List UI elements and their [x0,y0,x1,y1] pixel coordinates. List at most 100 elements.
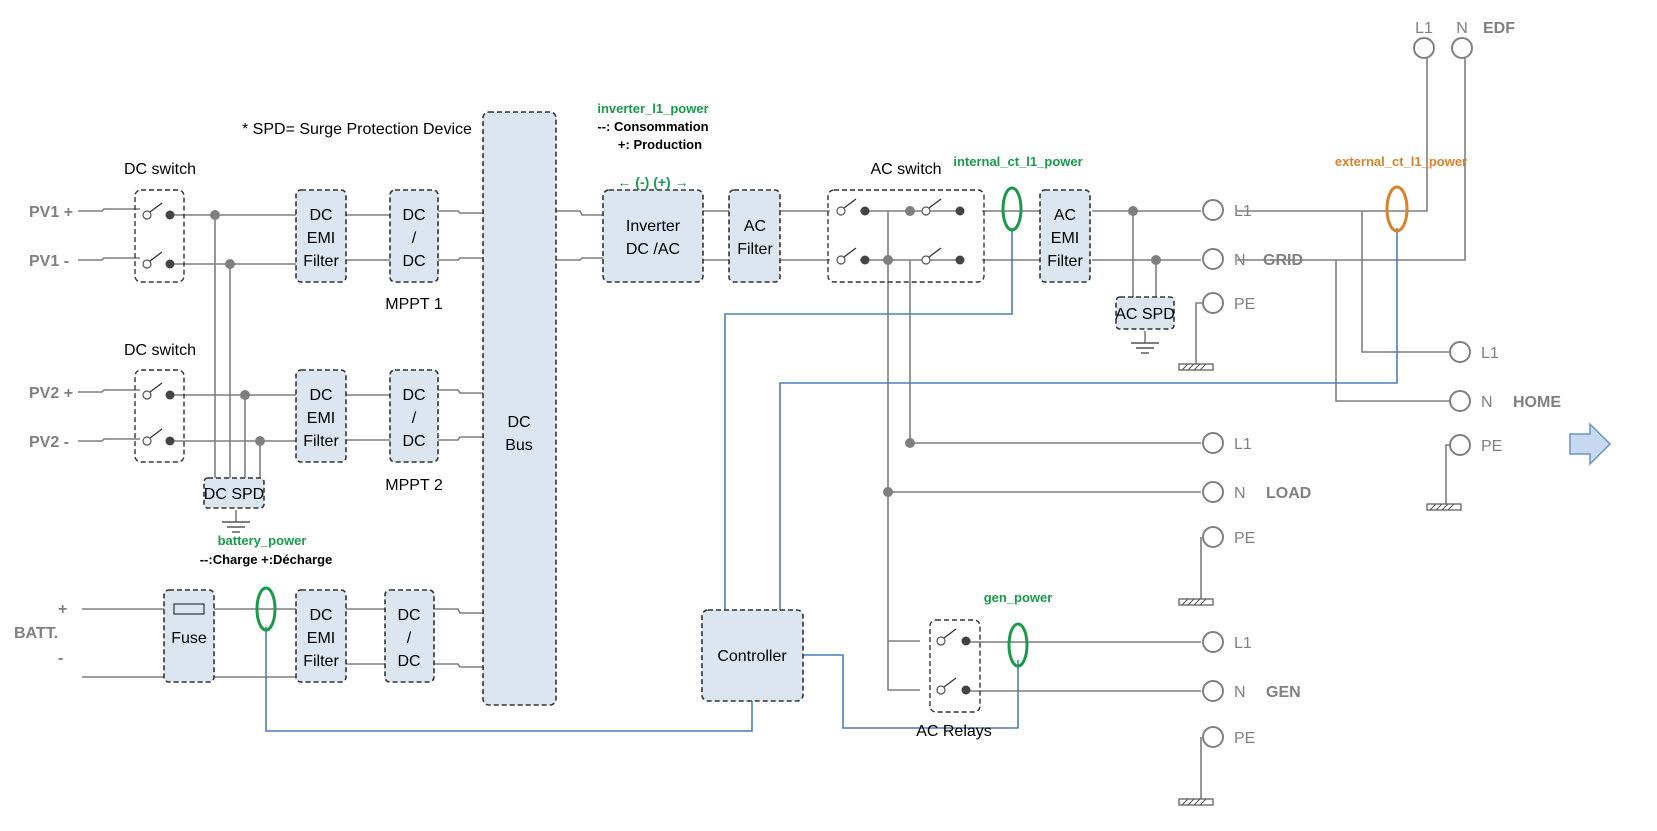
battery-power-desc: --:Charge +:Décharge [200,552,333,567]
home-n-label: N [1481,394,1493,411]
grid-name: GRID [1263,252,1303,269]
inverter-label-2: DC /AC [626,241,680,258]
dc-spd [203,477,265,533]
ac-relays [929,619,981,713]
home-arrow-icon [1569,422,1612,466]
batt-minus-label: - [58,650,63,667]
gen-power-label: gen_power [984,590,1053,605]
svg-text:EMI: EMI [307,410,335,427]
dc-emi-filter-3 [295,589,347,683]
gen-name: GEN [1266,684,1301,701]
pv2-plus-label: PV2 + [29,385,73,402]
svg-text:DC: DC [402,433,425,450]
svg-text:EMI: EMI [307,230,335,247]
svg-text:DC: DC [402,387,425,404]
dc-dc-converter-1 [389,189,439,283]
dc-switch-1 [134,189,185,283]
controller [701,609,804,702]
dc-dc-converter-3-labels: DC / DC [397,607,420,670]
svg-text:EMI: EMI [307,630,335,647]
load-name: LOAD [1266,485,1311,502]
dc-switch-2 [134,369,185,463]
svg-text:DC: DC [309,207,332,224]
dc-emi-filter-2 [295,369,347,463]
controller-label: Controller [717,648,787,665]
inverter-power-production: +: Production [618,137,702,152]
dc-dc-converter-3 [384,589,435,683]
pv1-plus-label: PV1 + [29,204,73,221]
fuse-label: Fuse [171,630,207,647]
svg-text:/: / [412,410,417,427]
power-wires [78,56,1466,803]
external-ct-sensor [1385,185,1409,233]
gen-l1-label: L1 [1234,635,1252,652]
svg-text:/: / [407,630,412,647]
grid-pe-label: PE [1234,296,1255,313]
svg-text:DC: DC [402,207,425,224]
ac-filter-label-1: AC [744,218,766,235]
gen-ct-sensor [1007,622,1029,668]
svg-text:Filter: Filter [303,433,339,450]
mppt-2-label: MPPT 2 [385,477,443,494]
inverter-label-1: Inverter [626,218,681,235]
ac-emi-filter-labels: AC EMI Filter [1047,207,1083,270]
battery-ct-sensor [255,586,277,632]
mppt-1-label: MPPT 1 [385,296,443,313]
ac-emi-filter [1039,189,1091,283]
terminals [1202,37,1473,748]
svg-text:DC: DC [309,387,332,404]
gen-pe-label: PE [1234,730,1255,747]
dc-bus-label-1: DC [507,414,530,431]
svg-text:AC: AC [1054,207,1076,224]
home-name: HOME [1513,394,1561,411]
pv1-minus-label: PV1 - [29,253,69,270]
fuse [163,589,215,683]
grid-l1-label: L1 [1234,203,1252,220]
inverter [602,189,704,283]
svg-text:DC: DC [309,607,332,624]
dc-emi-filter-1-labels: DC EMI Filter [303,207,339,270]
dc-spd-label: DC SPD [204,486,264,503]
edf-name: EDF [1483,20,1515,37]
svg-text:/: / [412,230,417,247]
dc-bus-label-2: Bus [505,437,533,454]
svg-text:EMI: EMI [1051,230,1079,247]
gen-n-label: N [1234,684,1246,701]
ac-spd [1115,296,1175,354]
load-pe-label: PE [1234,530,1255,547]
spd-note: * SPD= Surge Protection Device [242,121,472,138]
edf-n-label: N [1456,20,1468,37]
dc-emi-filter-3-labels: DC EMI Filter [303,607,339,670]
ac-filter [728,189,781,283]
dc-bus [482,111,557,706]
internal-ct-sensor [1001,186,1023,232]
batt-name: BATT. [14,625,58,642]
batt-plus-label: + [58,601,67,618]
svg-text:DC: DC [402,253,425,270]
edf-l1-label: L1 [1415,20,1433,37]
ac-relays-label: AC Relays [916,723,992,740]
svg-text:Filter: Filter [303,653,339,670]
internal-ct-label: internal_ct_l1_power [953,154,1082,169]
home-pe-label: PE [1481,438,1502,455]
ac-spd-label: AC SPD [1115,306,1175,323]
home-l1-label: L1 [1481,345,1499,362]
dc-dc-converter-1-labels: DC / DC [402,207,425,270]
wire-junctions [210,206,1161,497]
battery-power-label: battery_power [218,533,307,548]
dc-dc-converter-2-labels: DC / DC [402,387,425,450]
dc-dc-converter-2 [389,369,439,463]
inverter-power-consommation: --: Consommation [597,119,708,134]
external-ct-label: external_ct_l1_power [1335,154,1467,169]
dc-emi-filter-1 [295,189,347,283]
svg-text:Filter: Filter [1047,253,1083,270]
ac-switch-label: AC switch [870,161,941,178]
ac-switch [827,189,985,283]
grid-n-label: N [1234,252,1246,269]
svg-text:Filter: Filter [303,253,339,270]
ac-filter-label-2: Filter [737,241,773,258]
ct-signal-lines [265,228,1398,732]
load-l1-label: L1 [1234,436,1252,453]
inverter-power-arrows: ← (-) (+) → [617,174,688,190]
